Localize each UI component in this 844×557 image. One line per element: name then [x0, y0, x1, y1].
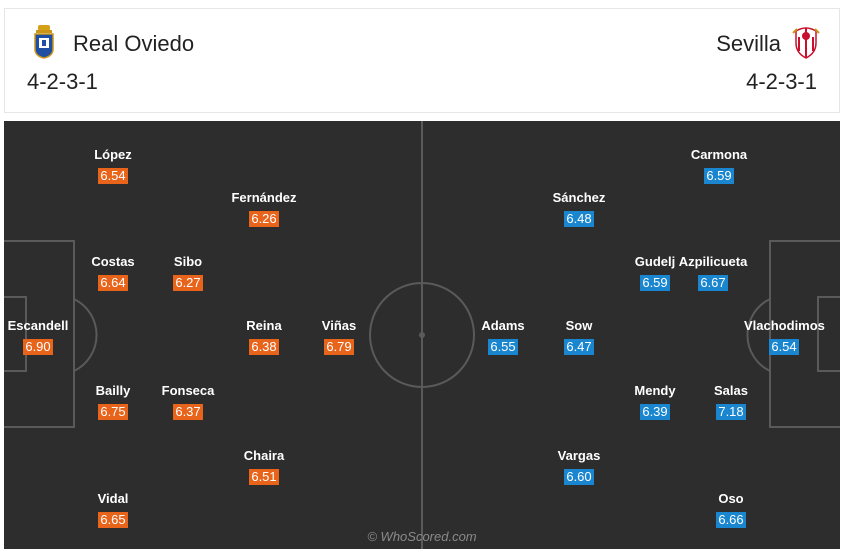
player-name: Carmona	[690, 147, 748, 162]
home-player-fernandez[interactable]: Fernández 6.26	[224, 190, 304, 228]
away-player-salas[interactable]: Salas 7.18	[691, 383, 771, 421]
player-name: Adams	[481, 318, 525, 333]
player-name: Sánchez	[552, 190, 606, 205]
player-name: Vidal	[97, 491, 129, 506]
away-formation: 4-2-3-1	[746, 69, 817, 94]
player-rating: 7.18	[716, 404, 746, 420]
watermark: © WhoScored.com	[367, 529, 477, 544]
pitch-lines	[4, 121, 840, 549]
player-rating: 6.59	[704, 168, 734, 184]
player-name: Oso	[718, 491, 744, 506]
player-rating: 6.75	[98, 404, 128, 420]
player-rating: 6.90	[23, 339, 53, 355]
home-player-sibo[interactable]: Sibo 6.27	[148, 254, 228, 292]
away-player-vlachodimos[interactable]: Vlachodimos 6.54	[744, 318, 825, 356]
player-rating: 6.60	[564, 469, 594, 485]
away-player-sow[interactable]: Sow 6.47	[539, 318, 619, 356]
away-player-oso[interactable]: Oso 6.66	[691, 491, 771, 529]
player-rating: 6.54	[769, 339, 799, 355]
player-name: Azpilicueta	[678, 254, 748, 269]
away-team-name: Sevilla	[716, 31, 781, 56]
home-player-bailly[interactable]: Bailly 6.75	[73, 383, 153, 421]
player-name: López	[94, 147, 132, 162]
away-player-adams[interactable]: Adams 6.55	[463, 318, 543, 356]
player-rating: 6.59	[640, 275, 670, 291]
home-player-chaira[interactable]: Chaira 6.51	[224, 448, 304, 486]
player-name: Reina	[246, 318, 282, 333]
away-player-sanchez[interactable]: Sánchez 6.48	[539, 190, 619, 228]
home-player-vidal[interactable]: Vidal 6.65	[73, 491, 153, 529]
player-rating: 6.37	[173, 404, 203, 420]
player-name: Vargas	[557, 448, 601, 463]
player-name: Bailly	[95, 383, 131, 398]
home-player-fonseca[interactable]: Fonseca 6.37	[148, 383, 228, 421]
away-player-mendy[interactable]: Mendy 6.39	[615, 383, 695, 421]
player-rating: 6.27	[173, 275, 203, 291]
home-player-reina[interactable]: Reina 6.38	[224, 318, 304, 356]
real-oviedo-crest-icon	[34, 25, 54, 59]
match-header: Real Oviedo 4-2-3-1 Sevilla 4-2-3-1	[4, 8, 840, 113]
player-name: Salas	[714, 383, 748, 398]
player-rating: 6.47	[564, 339, 594, 355]
home-team-name: Real Oviedo	[73, 31, 195, 56]
player-name: Sow	[565, 318, 593, 333]
player-rating: 6.64	[98, 275, 128, 291]
player-name: Costas	[91, 254, 135, 269]
player-name: Fernández	[231, 190, 297, 205]
player-rating: 6.26	[249, 211, 279, 227]
away-player-vargas[interactable]: Vargas 6.60	[539, 448, 619, 486]
player-name: Viñas	[321, 318, 357, 333]
sevilla-crest-icon	[792, 27, 820, 59]
player-rating: 6.79	[324, 339, 354, 355]
player-rating: 6.38	[249, 339, 279, 355]
player-name: Chaira	[243, 448, 285, 463]
pitch: Escandell 6.90 López 6.54 Costas 6.64 Ba…	[4, 121, 840, 549]
player-rating: 6.65	[98, 512, 128, 528]
player-name: Escandell	[7, 318, 69, 333]
player-rating: 6.67	[698, 275, 728, 291]
home-player-vinas[interactable]: Viñas 6.79	[299, 318, 379, 356]
away-player-gudelj[interactable]: Gudelj 6.59	[615, 254, 695, 292]
home-formation: 4-2-3-1	[27, 69, 98, 94]
player-name: Sibo	[173, 254, 203, 269]
home-player-costas[interactable]: Costas 6.64	[73, 254, 153, 292]
player-rating: 6.55	[488, 339, 518, 355]
home-player-escandell[interactable]: Escandell 6.90	[4, 318, 78, 356]
player-rating: 6.66	[716, 512, 746, 528]
player-name: Gudelj	[634, 254, 676, 269]
player-name: Vlachodimos	[744, 318, 825, 333]
away-player-carmona[interactable]: Carmona 6.59	[679, 147, 759, 185]
player-rating: 6.39	[640, 404, 670, 420]
away-player-azpilicueta[interactable]: Azpilicueta 6.67	[673, 254, 753, 292]
player-name: Fonseca	[161, 383, 215, 398]
home-player-lopez[interactable]: López 6.54	[73, 147, 153, 185]
player-rating: 6.54	[98, 168, 128, 184]
player-rating: 6.48	[564, 211, 594, 227]
player-name: Mendy	[634, 383, 676, 398]
player-rating: 6.51	[249, 469, 279, 485]
